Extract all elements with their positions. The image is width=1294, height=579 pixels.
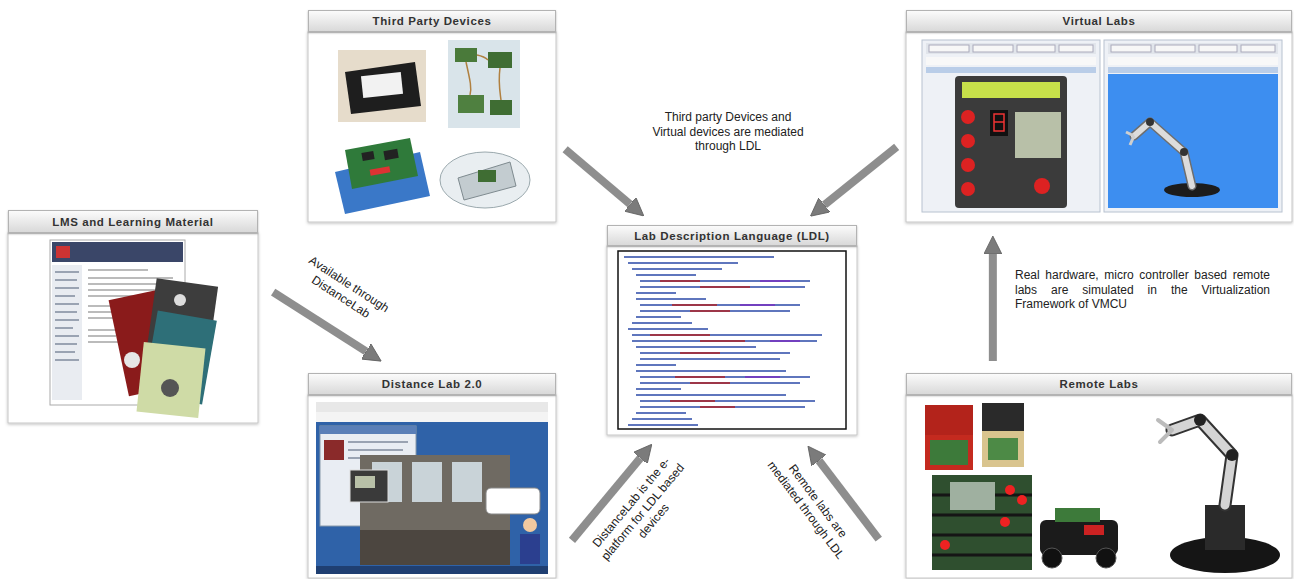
panel: LMS and Learning Material — [8, 210, 258, 423]
panel-header: Lab Description Language (LDL) — [607, 225, 857, 246]
panel-title: Distance Lab 2.0 — [382, 378, 482, 390]
panel-title: Third Party Devices — [373, 15, 492, 27]
panel-title: Remote Labs — [1060, 378, 1139, 390]
distancelab-screenshot — [316, 402, 548, 574]
panel-header: Virtual Labs — [906, 10, 1292, 32]
panel: Lab Description Language (LDL) — [607, 225, 857, 435]
panel: Third Party Devices — [308, 10, 556, 222]
arrow-connector — [565, 149, 630, 204]
panel-title: Lab Description Language (LDL) — [634, 230, 830, 242]
panel-title: Virtual Labs — [1063, 15, 1136, 27]
panel: Virtual Labs — [906, 10, 1292, 222]
arrow-label: DistanceLab is the e-platform for LDL ba… — [585, 450, 699, 574]
arrow-connector — [824, 147, 896, 205]
arrow-label: Available through DistanceLab — [290, 247, 400, 332]
device-photos — [335, 40, 530, 214]
remote-hardware-photos — [925, 403, 1280, 573]
panel: Remote Labs — [906, 373, 1292, 578]
lms-screenshot-and-books — [50, 240, 218, 418]
panel-title: LMS and Learning Material — [52, 216, 213, 228]
panel: Distance Lab 2.0 — [308, 373, 556, 578]
arrow-connector — [989, 254, 997, 361]
xml-code-listing — [618, 251, 846, 429]
panel-frames — [8, 32, 1292, 578]
panel-header: LMS and Learning Material — [8, 210, 258, 233]
note-text: Third party Devices and Virtual devices … — [652, 110, 804, 154]
panel-header: Remote Labs — [906, 373, 1292, 395]
simulator-screenshots — [922, 40, 1282, 212]
panel-header: Third Party Devices — [308, 10, 556, 32]
panel-header: Distance Lab 2.0 — [308, 373, 556, 395]
arrow-label: Real hardware, micro controller based re… — [1015, 268, 1270, 312]
